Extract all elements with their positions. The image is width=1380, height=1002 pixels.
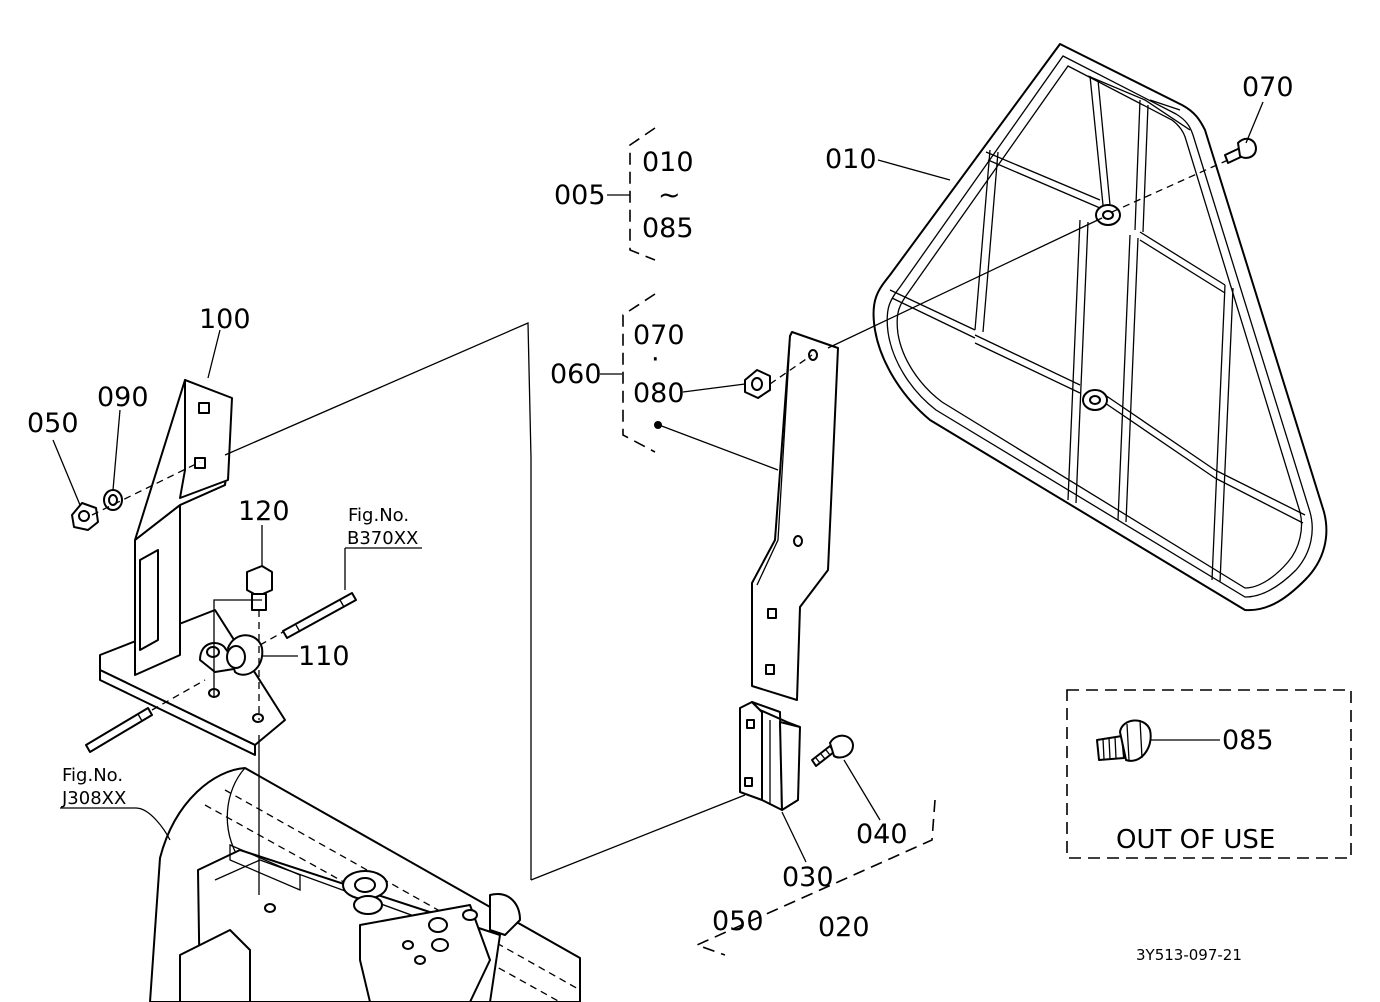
- leader-040: [843, 759, 881, 821]
- label-060: 060: [550, 359, 602, 390]
- label-120: 120: [238, 496, 290, 527]
- axis-left-nut: [91, 461, 201, 516]
- channel-030: [739, 701, 801, 811]
- drawing-code: 3Y513-097-21: [1136, 946, 1242, 964]
- group-bracket-060: [622, 293, 656, 453]
- leader-dot: [654, 421, 662, 429]
- label-060-sub-070: 070: [633, 320, 685, 351]
- inset-out-of-use: 085 OUT OF USE: [1066, 689, 1352, 859]
- inset-note: OUT OF USE: [1116, 825, 1275, 855]
- label-010: 010: [825, 144, 877, 175]
- join-screen-bracket: [827, 217, 1103, 349]
- fig-ref-j308-prefix: Fig.No.: [62, 765, 123, 786]
- leader-070-top: [1245, 101, 1264, 144]
- nut-050-left: [71, 502, 99, 531]
- label-070-top: 070: [1242, 72, 1294, 103]
- label-005: 005: [554, 180, 606, 211]
- leader-100: [207, 329, 221, 379]
- fig-ref-j308-code: J308XX: [61, 788, 126, 809]
- washer-090-left: [103, 489, 123, 511]
- bolt-120: [246, 565, 273, 611]
- label-030: 030: [782, 862, 834, 893]
- label-100: 100: [199, 304, 251, 335]
- hose-ref-j308: [85, 679, 206, 753]
- bolt-070: [1224, 137, 1257, 164]
- join-line-upper: [224, 322, 532, 459]
- leader-030: [781, 811, 807, 863]
- bracket-center: [751, 331, 839, 701]
- leader-050-left: [52, 439, 81, 506]
- label-020: 020: [818, 912, 870, 943]
- label-005-range-start: 010: [642, 147, 694, 178]
- leader-060-dot: [658, 424, 779, 471]
- label-060-sub-dot: ·: [651, 344, 660, 375]
- bolt-040: [811, 734, 854, 767]
- label-110: 110: [298, 641, 350, 672]
- axis-clamp-hole: [213, 599, 262, 698]
- leader-fig-b370: [344, 547, 422, 590]
- label-005-range-tilde: ~: [658, 180, 681, 211]
- axis-screen-bolt: [1111, 159, 1229, 213]
- bracket-100: [99, 379, 286, 756]
- label-005-range-end: 085: [642, 213, 694, 244]
- join-line-lower: [530, 794, 746, 881]
- label-085: 085: [1222, 725, 1274, 756]
- axis-nut-080: [769, 354, 813, 385]
- nut-080: [744, 369, 771, 399]
- fig-ref-b370-prefix: Fig.No.: [348, 505, 409, 526]
- clamp-110: [199, 634, 264, 676]
- leader-090: [112, 409, 121, 491]
- group-bracket-005: [629, 127, 656, 261]
- label-060-sub-080: 080: [633, 378, 685, 409]
- leader-080: [682, 383, 746, 393]
- screen-010: [872, 43, 1328, 612]
- label-050-bottom: 050: [712, 906, 764, 937]
- label-040: 040: [856, 819, 908, 850]
- fig-ref-b370-code: B370XX: [347, 528, 418, 549]
- hose-ref-b370: [259, 592, 357, 646]
- leader-010: [877, 159, 951, 181]
- tank-body: [149, 767, 581, 1002]
- leader-fig-j308: [60, 807, 171, 841]
- group-bracket-020: [694, 799, 936, 956]
- label-090: 090: [97, 382, 149, 413]
- bolt-085: [1096, 719, 1152, 762]
- label-050-left: 050: [27, 408, 79, 439]
